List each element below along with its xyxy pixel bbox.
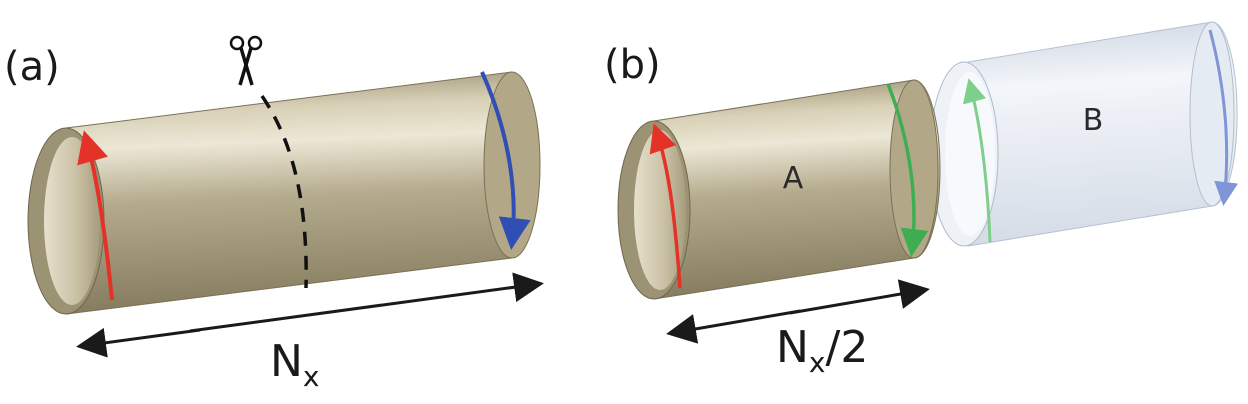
scissors-icon: [229, 35, 263, 86]
part-a-label: A: [783, 161, 804, 196]
panel-a-label: (a): [4, 44, 60, 90]
dimension-arrow-a: [189, 272, 544, 333]
dimension-label-a: Nx: [270, 336, 320, 393]
dimension-arrow-a-back: [76, 327, 201, 358]
dimension-arrow-b: [789, 279, 930, 315]
panel-b: (b) B A Nx/2: [604, 21, 1239, 379]
blue-arrow-b: [1208, 29, 1239, 206]
green-arrow-a: [886, 83, 929, 257]
tube-b: [929, 21, 1238, 247]
panel-b-label: (b): [604, 42, 661, 88]
blue-arrow-a: [480, 71, 531, 250]
red-arrow-a: [77, 130, 114, 301]
tube-a-half: [617, 79, 941, 300]
tube-a: [27, 71, 541, 315]
dimension-arrow-b-back: [666, 309, 801, 344]
cut-line: [260, 95, 308, 289]
part-b-label: B: [1083, 103, 1104, 138]
red-arrow-b: [649, 123, 682, 289]
panel-a: (a) Nx: [4, 35, 544, 393]
green-arrow-b: [962, 78, 992, 243]
dimension-label-b: Nx/2: [776, 322, 868, 379]
